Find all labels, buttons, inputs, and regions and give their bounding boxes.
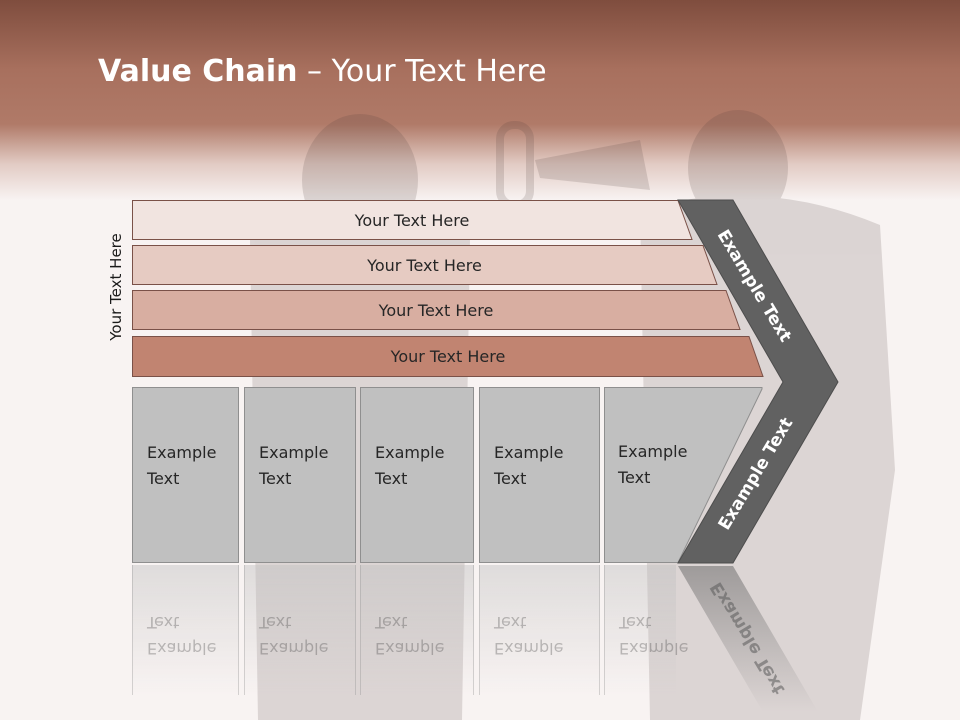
primary-box-5-reflection: Example Text (604, 565, 688, 695)
support-row-1-label: Your Text Here (354, 210, 470, 230)
support-row-4-label: Your Text Here (390, 346, 506, 366)
support-row-1-shape (132, 200, 693, 240)
support-row-3-shape (132, 290, 741, 330)
primary-box-4: Example Text (479, 387, 600, 563)
support-row-2-label: Your Text Here (367, 255, 482, 275)
primary-box-1-reflection: Example Text (132, 565, 239, 695)
margin-chevron-reflection (678, 566, 818, 712)
primary-box-2-reflection: Example Text (244, 565, 356, 695)
slide-title: Value Chain – Your Text Here (98, 54, 547, 89)
primary-box-3: Example Text (360, 387, 474, 563)
primary-box-4-reflection: Example Text (479, 565, 600, 695)
support-row-2: Your Text Here (132, 245, 718, 285)
primary-box-2: Example Text (244, 387, 356, 563)
support-row-3-label: Your Text Here (378, 300, 494, 320)
primary-box-1: Example Text (132, 387, 239, 563)
primary-box-3-reflection: Example Text (360, 565, 474, 695)
primary-box-3-label: Example Text (375, 443, 445, 488)
slide-title-bold: Value Chain (98, 54, 298, 89)
support-row-2-shape (132, 245, 718, 285)
slide-title-rest: – Your Text Here (297, 54, 547, 89)
primary-box-5-shape (604, 387, 763, 563)
primary-box-5-label: Example Text (618, 442, 688, 487)
primary-box-2-label: Example Text (259, 443, 329, 488)
header-band (0, 0, 960, 200)
support-row-3: Your Text Here (132, 290, 741, 330)
primary-box-4-label: Example Text (494, 443, 564, 488)
support-row-4: Your Text Here (132, 336, 764, 377)
support-row-1: Your Text Here (132, 200, 693, 240)
primary-box-1-label: Example Text (147, 443, 217, 488)
support-row-4-shape (132, 336, 764, 377)
margin-chevron-shape (677, 199, 839, 564)
